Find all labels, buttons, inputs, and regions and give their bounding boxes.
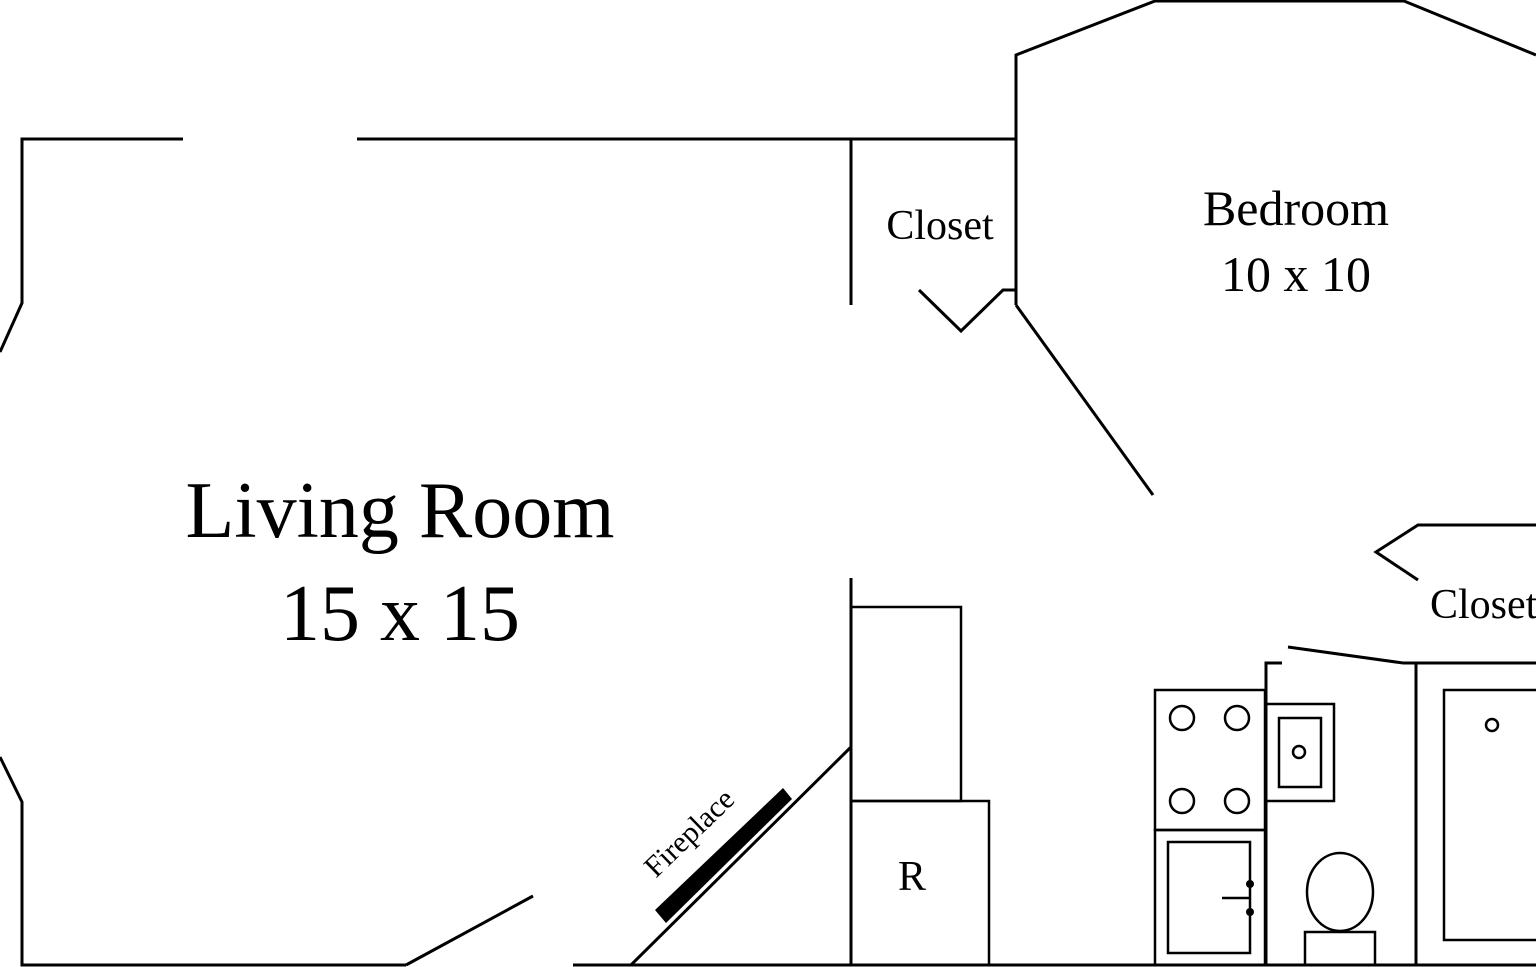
living-room-name: Living Room <box>186 467 615 555</box>
drain-icon <box>1291 744 1307 760</box>
closet-upper-label: Closet <box>886 203 994 249</box>
bedroom-door <box>1014 304 1155 496</box>
kitchen-fixtures <box>849 605 1267 967</box>
toilet-bowl <box>1305 851 1375 933</box>
bathtub <box>1442 688 1536 942</box>
fireplace-hearth <box>655 788 792 923</box>
burner-icon <box>1168 704 1196 732</box>
fireplace-angled-wall <box>629 745 853 967</box>
bathroom-door <box>1287 645 1404 665</box>
fireplace-label: Fireplace <box>638 783 741 884</box>
lower-closet-door <box>1373 523 1536 582</box>
living-room-bottom-left-wall <box>0 756 406 967</box>
kitchen-partition-top <box>1264 661 1282 965</box>
toilet-tank <box>1303 930 1377 967</box>
bathroom-fixtures <box>1264 688 1536 967</box>
closet-bifold-door <box>917 288 1016 334</box>
oven <box>1153 828 1267 967</box>
closet-lower-label: Closet <box>1430 582 1536 628</box>
burner-icon <box>1223 787 1251 815</box>
refrigerator-label: R <box>898 854 926 900</box>
knob-icon <box>1246 880 1254 888</box>
living-room-size: 15 x 15 <box>280 570 520 658</box>
vanity <box>1264 702 1336 803</box>
bedroom-name: Bedroom <box>1203 180 1389 236</box>
sink <box>1277 716 1323 789</box>
counter <box>849 605 963 803</box>
tub-drain-icon <box>1484 717 1500 733</box>
burner-icon <box>1223 704 1251 732</box>
bedroom-size: 10 x 10 <box>1221 246 1371 302</box>
burner-icon <box>1168 787 1196 815</box>
living-room-door-swing <box>405 894 534 967</box>
living-room-top-left-wall <box>0 137 183 353</box>
refrigerator <box>849 799 991 967</box>
bedroom-outer-wall <box>1014 0 1536 290</box>
bedroom-walls <box>1014 0 1536 496</box>
knob-icon <box>1246 908 1254 916</box>
fireplace <box>629 745 853 967</box>
